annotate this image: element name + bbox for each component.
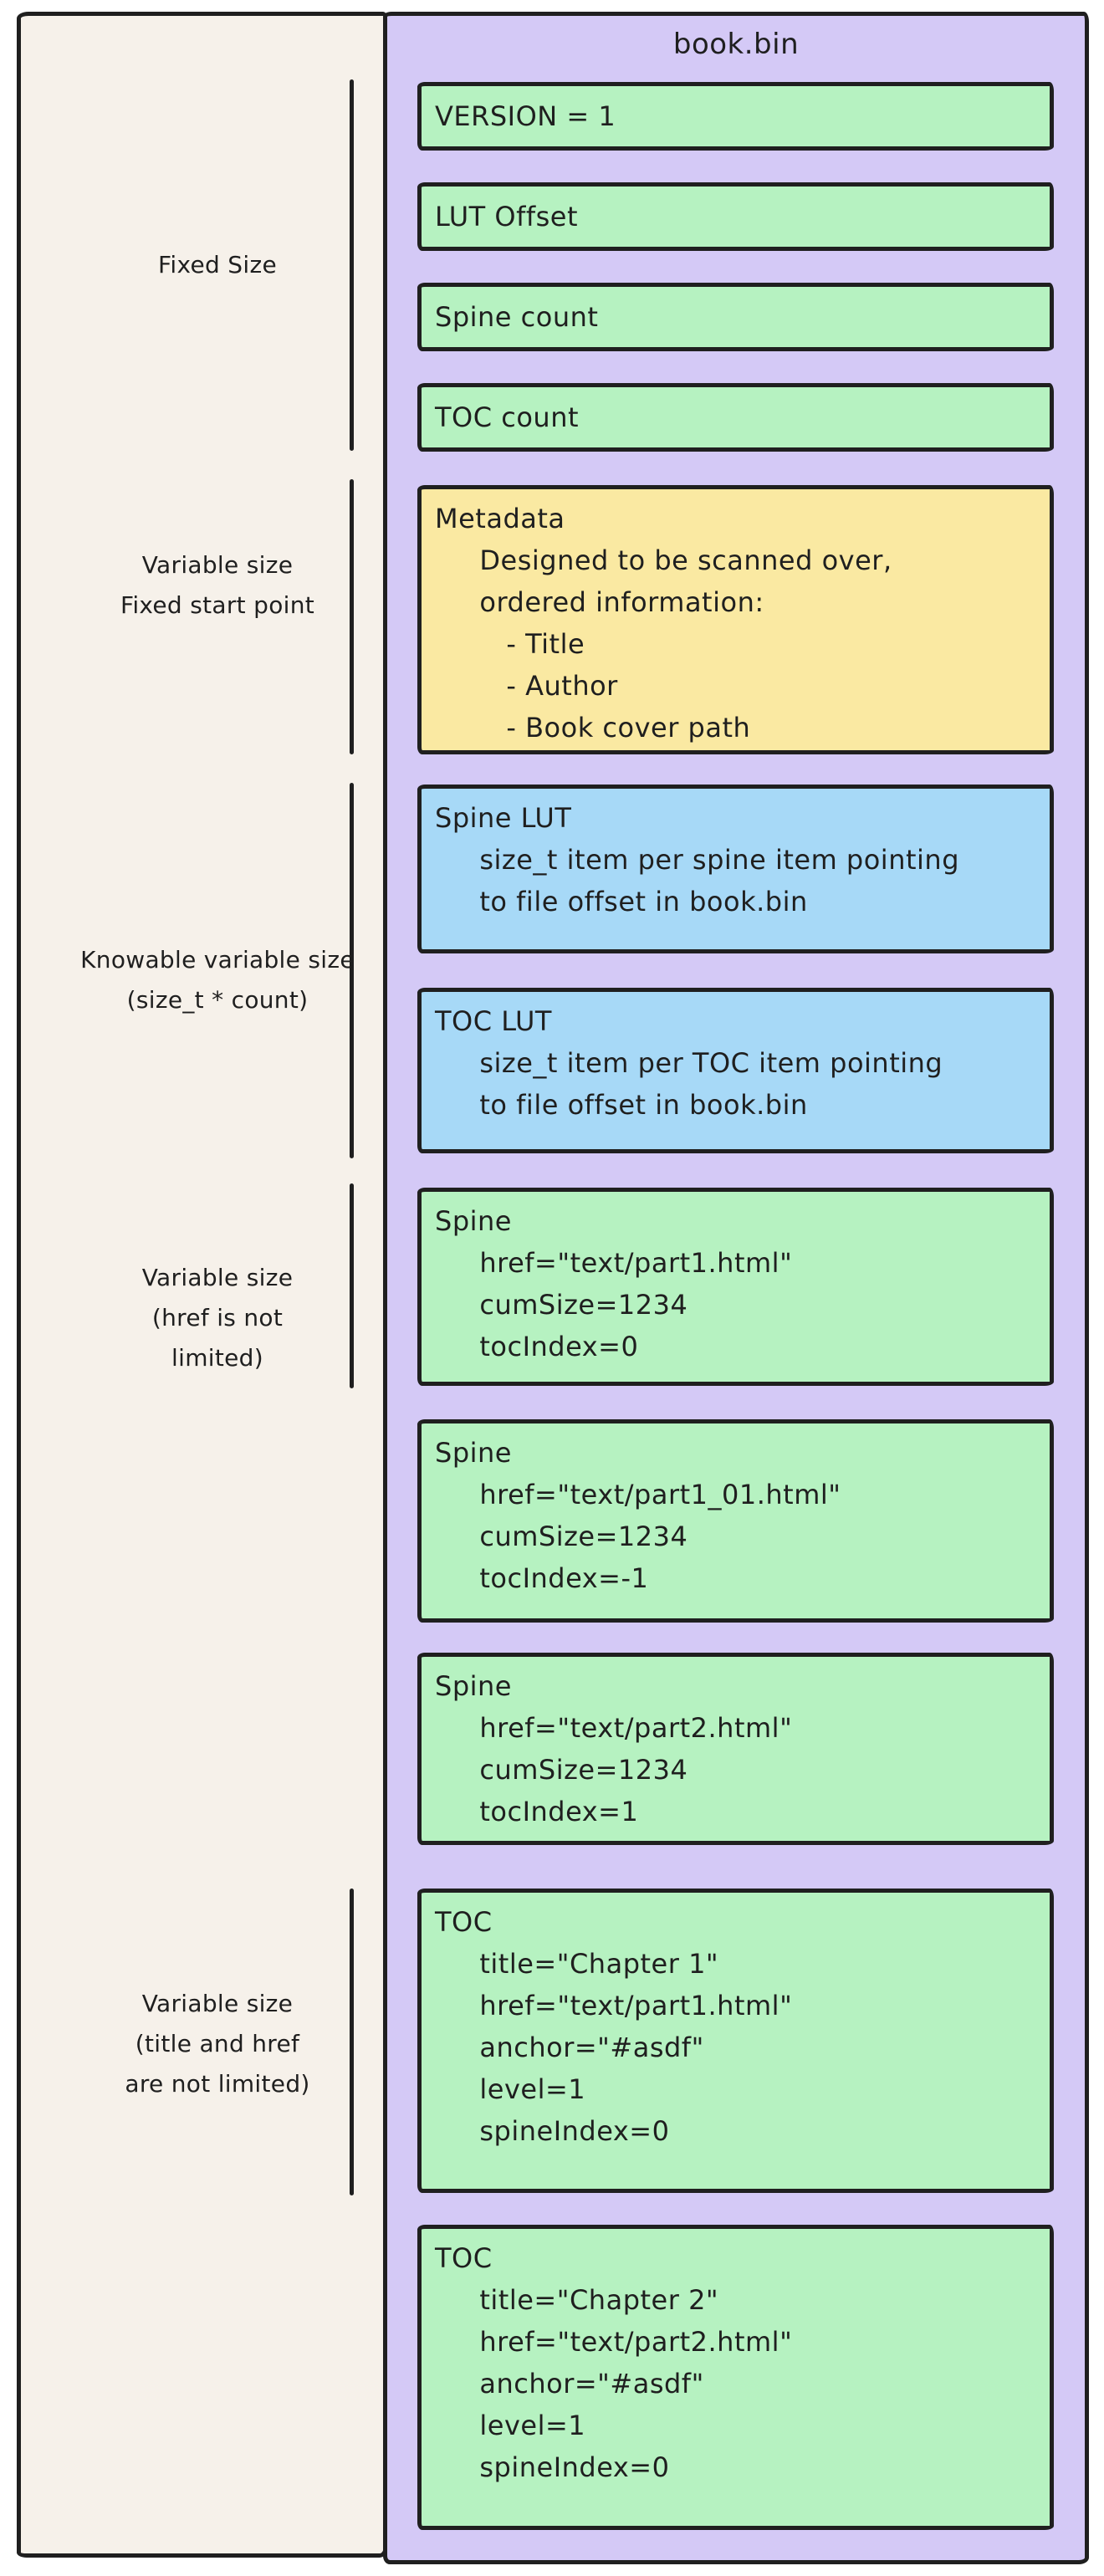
bracket-variable-title-href [350,1889,354,2195]
label-variable-fixed-start: Variable size Fixed start point [120,551,315,619]
box-toc-lut: TOC LUT size_t item per TOC item pointin… [417,988,1054,1153]
box-toc-2: TOC title="Chapter 2" href="text/part2.h… [417,2225,1054,2530]
box-metadata: Metadata Designed to be scanned over, or… [417,485,1054,754]
box-spine-lut: Spine LUT size_t item per spine item poi… [417,785,1054,953]
label-knowable-variable: Knowable variable size (size_t * count) [80,946,355,1014]
box-version: VERSION = 1 [417,82,1054,151]
box-spine-3: Spine href="text/part2.html" cumSize=123… [417,1653,1054,1845]
bracket-knowable-variable [350,783,354,1158]
bracket-variable-href [350,1183,354,1388]
box-toc-1: TOC title="Chapter 1" href="text/part1.h… [417,1889,1054,2193]
box-lut-offset: LUT Offset [417,182,1054,251]
label-variable-href: Variable size (href is not limited) [141,1264,294,1372]
label-variable-title-href: Variable size (title and href are not li… [125,1990,310,2098]
left-annotation-panel [17,12,388,2558]
box-spine-count: Spine count [417,283,1054,351]
bracket-fixed-size [350,79,354,451]
box-spine-2: Spine href="text/part1_01.html" cumSize=… [417,1419,1054,1623]
box-spine-1: Spine href="text/part1.html" cumSize=123… [417,1188,1054,1386]
bracket-variable-fixed-start [350,479,354,754]
book-bin-title: book.bin [672,28,800,61]
label-fixed-size: Fixed Size [158,251,277,279]
box-toc-count: TOC count [417,383,1054,452]
